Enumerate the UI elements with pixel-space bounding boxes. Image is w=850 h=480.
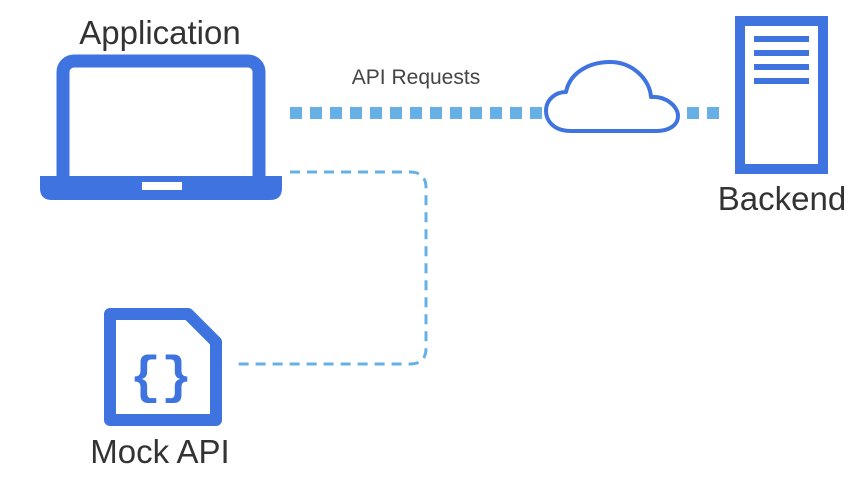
mock-api-node: {} Mock API <box>90 308 230 470</box>
laptop-icon <box>40 54 282 200</box>
api-requests-connection: API Requests <box>290 60 722 133</box>
application-label: Application <box>79 14 240 51</box>
server-icon <box>735 16 828 174</box>
mock-api-label: Mock API <box>90 433 229 470</box>
backend-node: Backend <box>718 16 846 217</box>
mock-dashed-connector <box>238 170 428 366</box>
json-file-icon: {} <box>104 308 222 426</box>
curly-braces-glyph: {} <box>130 349 192 408</box>
cloud-icon <box>544 60 680 133</box>
api-requests-label: API Requests <box>352 66 480 89</box>
application-node: Application <box>40 14 282 200</box>
backend-label: Backend <box>718 180 846 217</box>
